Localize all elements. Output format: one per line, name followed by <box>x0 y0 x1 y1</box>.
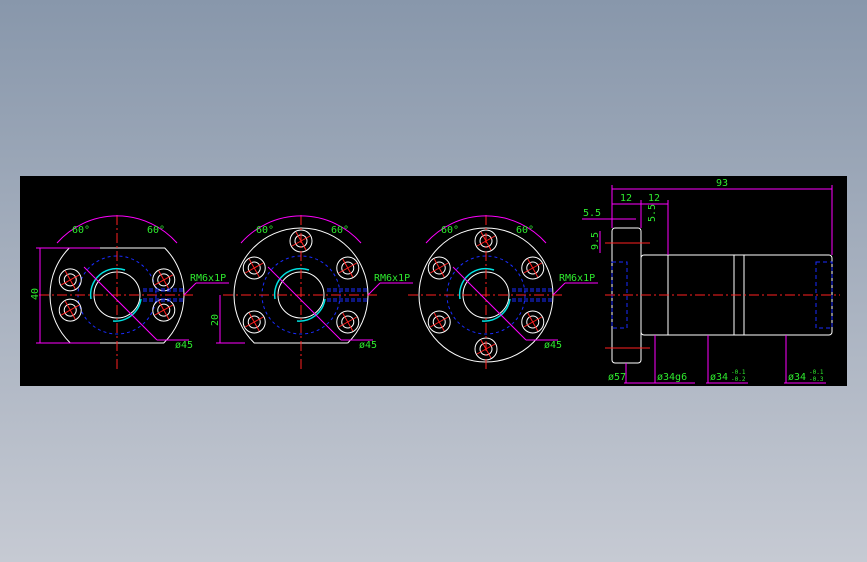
thread-leader <box>367 282 381 296</box>
bolt-hole <box>432 315 446 329</box>
diameter-label: ø34 <box>788 372 806 383</box>
thread-leader <box>183 282 197 296</box>
bolt-hole <box>247 261 261 275</box>
angle-dimension-arc <box>425 215 547 244</box>
angle-dimension-arc <box>240 215 362 244</box>
bolt-hole <box>157 303 171 317</box>
bolt-hole-counterbore <box>521 256 545 280</box>
bolt-hole <box>526 261 540 275</box>
diameter-label: ø34g6 <box>657 372 687 383</box>
hole-centerline <box>342 258 354 278</box>
bolt-circle-label: ø45 <box>359 340 377 351</box>
angle-left-label: 60° <box>256 225 274 236</box>
offset-a-label: 5.5 <box>583 208 601 219</box>
bolt-circle-label: ø45 <box>175 340 193 351</box>
tolerance-upper: -0.1 <box>809 369 824 376</box>
cad-drawing-canvas[interactable]: 60° 60° RM6x1P ø45 60° 60° RM6x1P ø45 60° 60° RM6x… <box>20 176 847 386</box>
angle-right-label: 60° <box>516 225 534 236</box>
total-length-label: 93 <box>716 178 728 189</box>
bolt-circle-label: ø45 <box>544 340 562 351</box>
neck-width-label: 12 <box>648 193 660 204</box>
bolt-hole <box>63 273 77 287</box>
bore-thread-arc <box>112 298 142 322</box>
hole-centerline <box>248 312 260 332</box>
diameter-label: ø57 <box>608 372 626 383</box>
bolt-hole <box>157 273 171 287</box>
bolt-hole <box>432 261 446 275</box>
height-label-20: 20 <box>210 314 221 326</box>
tolerance-upper: -0.1 <box>731 369 746 376</box>
tolerance-lower: -0.2 <box>731 376 746 383</box>
diameter-label: ø34 <box>710 372 728 383</box>
bolt-hole-counterbore <box>521 310 545 334</box>
offset-b-label: 5.5 <box>647 204 658 222</box>
bolt-hole-counterbore <box>58 298 82 322</box>
bolt-hole-counterbore <box>58 268 82 292</box>
angle-right-label: 60° <box>147 225 165 236</box>
angle-left-label: 60° <box>441 225 459 236</box>
bolt-hole <box>341 261 355 275</box>
hidden-bore <box>815 261 833 329</box>
hole-centerline <box>527 258 539 278</box>
flange-outline <box>233 227 369 344</box>
cad-drawing: 60° 60° RM6x1P ø45 60° 60° RM6x1P ø45 60° 60° RM6x… <box>30 178 840 384</box>
hole-centerline <box>433 312 445 332</box>
hole-centerline <box>433 258 445 278</box>
bolt-circle-leader <box>452 266 527 341</box>
bolt-hole-counterbore <box>427 310 451 334</box>
angle-right-label: 60° <box>331 225 349 236</box>
bolt-hole-counterbore <box>242 310 266 334</box>
tolerance-lower: -0.3 <box>809 376 824 383</box>
hole-centerline <box>64 300 76 320</box>
bolt-hole-counterbore <box>427 256 451 280</box>
hole-centerline <box>342 312 354 332</box>
bolt-hole <box>526 315 540 329</box>
thread-label: RM6x1P <box>190 273 226 284</box>
bore-thread-arc <box>273 267 310 300</box>
bolt-circle-leader <box>267 266 342 341</box>
bore-thread-arc <box>481 298 511 322</box>
thread-leader <box>552 282 566 296</box>
bolt-hole <box>63 303 77 317</box>
bolt-hole-counterbore <box>242 256 266 280</box>
hole-centerline <box>248 258 260 278</box>
bore-thread-arc <box>89 267 126 300</box>
hole-centerline <box>64 270 76 290</box>
bolt-hole <box>247 315 261 329</box>
flange-width-label: 12 <box>620 193 632 204</box>
thread-label: RM6x1P <box>559 273 595 284</box>
bolt-hole <box>341 315 355 329</box>
bolt-hole-counterbore <box>336 256 360 280</box>
hole-centerline <box>158 270 170 290</box>
bore-thread-arc <box>296 298 326 322</box>
bolt-circle-leader <box>83 266 158 341</box>
hole-centerline <box>158 300 170 320</box>
angle-left-label: 60° <box>72 225 90 236</box>
angle-dimension-arc <box>56 215 178 244</box>
bore-thread-arc <box>458 267 495 300</box>
flange-outline <box>49 247 185 344</box>
height-label-40: 40 <box>30 288 41 300</box>
bolt-hole-counterbore <box>336 310 360 334</box>
thread-label: RM6x1P <box>374 273 410 284</box>
hole-centerline <box>527 312 539 332</box>
hole-height-label: 9.5 <box>590 232 601 250</box>
